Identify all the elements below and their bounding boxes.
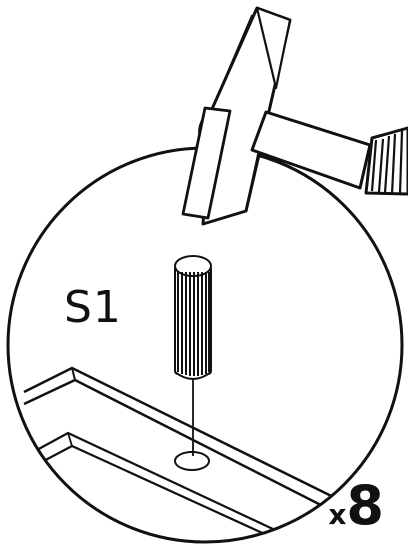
quantity-prefix: x bbox=[328, 498, 347, 531]
quantity-label: x8 bbox=[328, 479, 384, 533]
dowel-icon bbox=[174, 255, 212, 456]
dowel-grooves bbox=[177, 272, 210, 376]
quantity-number: 8 bbox=[346, 474, 384, 537]
part-label: S1 bbox=[64, 282, 122, 333]
hammer-icon bbox=[181, 6, 292, 226]
hole-icon bbox=[174, 451, 210, 471]
hammer-handle-icon bbox=[250, 110, 408, 196]
board-corner-icon bbox=[23, 366, 381, 542]
